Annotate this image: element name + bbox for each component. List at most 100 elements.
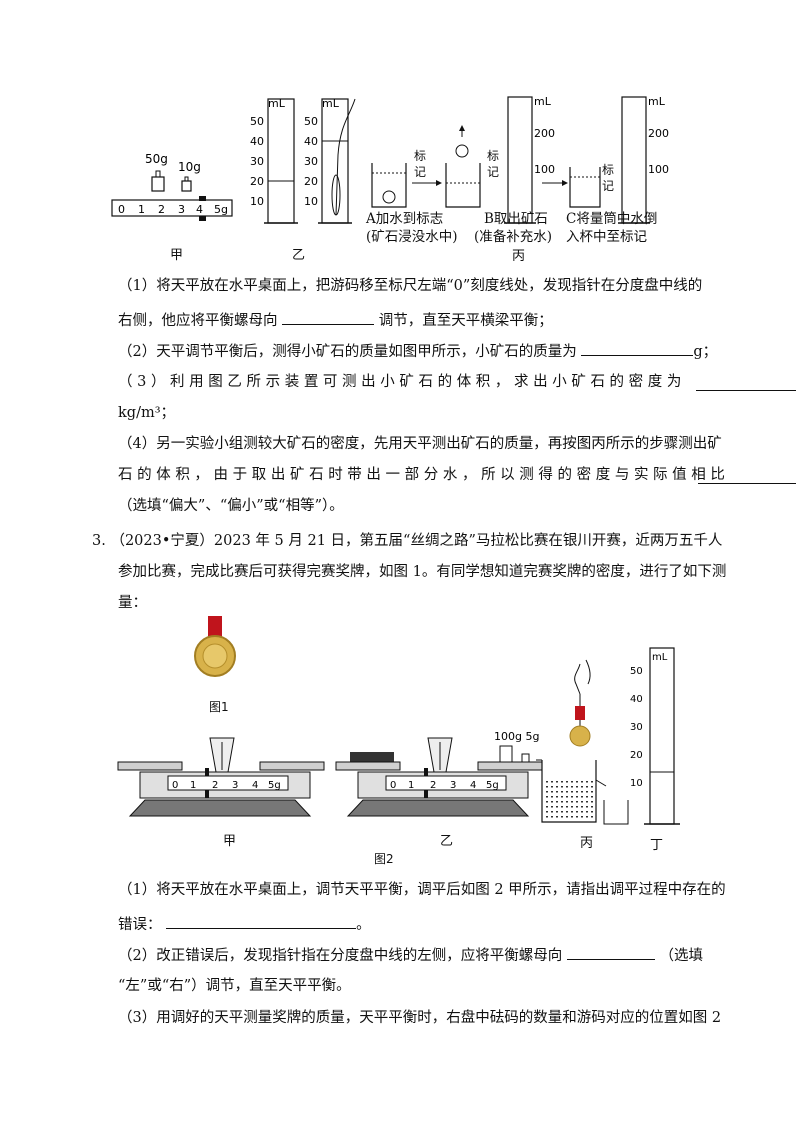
cyl1-tick-40: 40	[250, 135, 264, 148]
yi-ruler-4: 4	[470, 780, 476, 791]
answer-blank-q2-1[interactable]	[282, 310, 375, 325]
yi-ruler-5g: 5g	[486, 780, 499, 791]
q3-l3: 量：	[118, 595, 147, 611]
cylinder-2	[318, 98, 356, 224]
q2-p1a: （1）将天平放在水平桌面上，把游码移至标尺左端“0”刻度线处，发现指针在分度盘中…	[118, 278, 703, 294]
ding-tick-10: 10	[630, 778, 643, 789]
mark-label-2: 标记	[487, 149, 500, 179]
weight-50g: 50g	[145, 152, 168, 166]
cylinder-big-2	[618, 96, 650, 224]
fig2-label-yi: 乙	[440, 834, 454, 849]
yi-ruler-1: 1	[408, 780, 414, 791]
beaker-b	[445, 125, 481, 208]
yi-ruler-2: 2	[430, 780, 436, 791]
ding-tick-20: 20	[630, 750, 643, 761]
step-c-caption: C将量筒中水倒 入杯中至标记	[566, 210, 657, 246]
answer-blank-q3-2[interactable]	[566, 945, 655, 960]
jia-ruler-4: 4	[252, 780, 258, 791]
step-b-caption: B取出矿石 (准备补充水)	[474, 210, 552, 246]
step-c-line2: 入杯中至标记	[566, 229, 647, 245]
ruler-tick-5g: 5g	[214, 203, 228, 216]
cylinder-ding	[644, 647, 680, 825]
big-cyl2-unit: mL	[648, 95, 666, 108]
q2-p3b: kg/m³；	[118, 405, 176, 421]
answer-blank-q2-4[interactable]	[698, 469, 796, 484]
answer-blank-q2-2[interactable]	[581, 341, 694, 356]
fig1-label: 图1	[209, 700, 229, 714]
cylinder-2-unit: mL	[322, 97, 340, 110]
balance-yi	[335, 737, 543, 817]
cyl1-tick-50: 50	[250, 115, 264, 128]
beaker-a	[371, 163, 442, 208]
ding-tick-30: 30	[630, 722, 643, 733]
cyl1-tick-30: 30	[250, 155, 264, 168]
big-cyl1-tick-200: 200	[534, 127, 555, 140]
figure-2: 0 1 2 3 4 5g 100g 5g 0 1 2 3 4 5g	[117, 616, 680, 825]
q3-p2b: （选填	[659, 948, 703, 964]
jia-ruler-2: 2	[212, 780, 218, 791]
ruler-tick-4: 4	[196, 203, 203, 216]
q3-p1c: 。	[356, 917, 371, 933]
q2-p3-line1: （ 3 ） 利 用 图 乙 所 示 装 置 可 测 出 小 矿 石 的 体 积 …	[118, 372, 681, 392]
q3-p1a: （1）将天平放在水平桌面上，调节天平平衡，调平后如图 2 甲所示，请指出调平过程…	[118, 882, 726, 898]
beaker-medal	[536, 659, 629, 825]
yi-ruler-3: 3	[450, 780, 456, 791]
q3-l1: （2023•宁夏）2023 年 5 月 21 日，第五届“丝绸之路”马拉松比赛在…	[110, 533, 723, 549]
jia-ruler-3: 3	[232, 780, 238, 791]
cyl2-tick-20: 20	[304, 175, 318, 188]
q2-p2b: g；	[693, 344, 718, 360]
step-a-line2: (矿石浸没水中)	[366, 229, 458, 245]
weight-10g: 10g	[178, 160, 201, 174]
q2-p4c: （选填“偏大”、“偏小”或“相等”）。	[118, 498, 344, 514]
jia-ruler-1: 1	[190, 780, 196, 791]
ruler-tick-0: 0	[118, 203, 125, 216]
q2-p1-line2: 右侧，他应将平衡螺母向 调节，直至天平横梁平衡；	[118, 310, 553, 331]
yi-ruler-0: 0	[390, 780, 396, 791]
q2-p2: （2）天平调节平衡后，测得小矿石的质量如图甲所示，小矿石的质量为 g；	[118, 341, 717, 362]
ruler-tick-3: 3	[178, 203, 185, 216]
q2-p3a: （ 3 ） 利 用 图 乙 所 示 装 置 可 测 出 小 矿 石 的 体 积 …	[118, 374, 682, 390]
jia-ruler-5g: 5g	[268, 780, 281, 791]
ruler-tick-2: 2	[158, 203, 165, 216]
answer-blank-q3-1[interactable]	[166, 914, 357, 929]
step-b-line1: B取出矿石	[484, 211, 548, 227]
fig-label-yi: 乙	[292, 248, 306, 263]
balance-rider-ruler	[111, 170, 233, 221]
jia-ruler-0: 0	[172, 780, 178, 791]
fig2-label-bing: 丙	[580, 836, 594, 851]
balance-jia	[117, 737, 325, 817]
q3-p3a: （3）用调好的天平测量奖牌的质量，天平平衡时，右盘中砝码的数量和游码对应的位置如…	[118, 1010, 722, 1026]
cyl1-tick-10: 10	[250, 195, 264, 208]
medal-image	[194, 616, 236, 677]
q2-p1c: 调节，直至天平横梁平衡；	[378, 313, 553, 329]
fig2-label-jia: 甲	[223, 834, 237, 849]
cyl2-tick-10: 10	[304, 195, 318, 208]
cyl1-tick-20: 20	[250, 175, 264, 188]
big-cyl2-tick-100: 100	[648, 163, 669, 176]
ding-unit: mL	[652, 652, 668, 663]
mark-label-1: 标记	[414, 149, 427, 179]
ding-tick-40: 40	[630, 694, 643, 705]
fig2-label: 图2	[374, 852, 394, 866]
q3-p1b: 错误：	[118, 917, 162, 933]
ding-tick-50: 50	[630, 666, 643, 677]
q2-p1b: 右侧，他应将平衡螺母向	[118, 313, 278, 329]
cyl2-tick-30: 30	[304, 155, 318, 168]
q3-l2: 参加比赛，完成比赛后可获得完赛奖牌，如图 1。有同学想知道完赛奖牌的密度，进行了…	[118, 564, 727, 580]
fig-label-bing: 丙	[512, 249, 526, 264]
answer-blank-q2-3[interactable]	[696, 376, 796, 391]
step-c-line1: C将量筒中水倒	[566, 211, 658, 227]
mark-label-3: 标记	[602, 163, 615, 193]
fig2-label-ding: 丁	[650, 838, 664, 853]
beaker-c	[569, 167, 601, 208]
yi-weights: 100g 5g	[494, 730, 539, 743]
q3-line1: 3. （2023•宁夏）2023 年 5 月 21 日，第五届“丝绸之路”马拉松…	[92, 531, 722, 551]
q2-p4a: （4）另一实验小组测较大矿石的密度，先用天平测出矿石的质量，再按图丙所示的步骤测…	[118, 436, 722, 452]
q3-number: 3.	[92, 533, 106, 549]
fig-label-jia: 甲	[170, 248, 184, 263]
cylinder-big-1	[504, 96, 568, 224]
q3-p2-line1: （2）改正错误后，发现指针指在分度盘中线的左侧，应将平衡螺母向 （选填	[118, 945, 703, 966]
q3-p1-line2: 错误： 。	[118, 914, 371, 935]
q2-p2a: （2）天平调节平衡后，测得小矿石的质量如图甲所示，小矿石的质量为	[118, 344, 577, 360]
cyl2-tick-50: 50	[304, 115, 318, 128]
